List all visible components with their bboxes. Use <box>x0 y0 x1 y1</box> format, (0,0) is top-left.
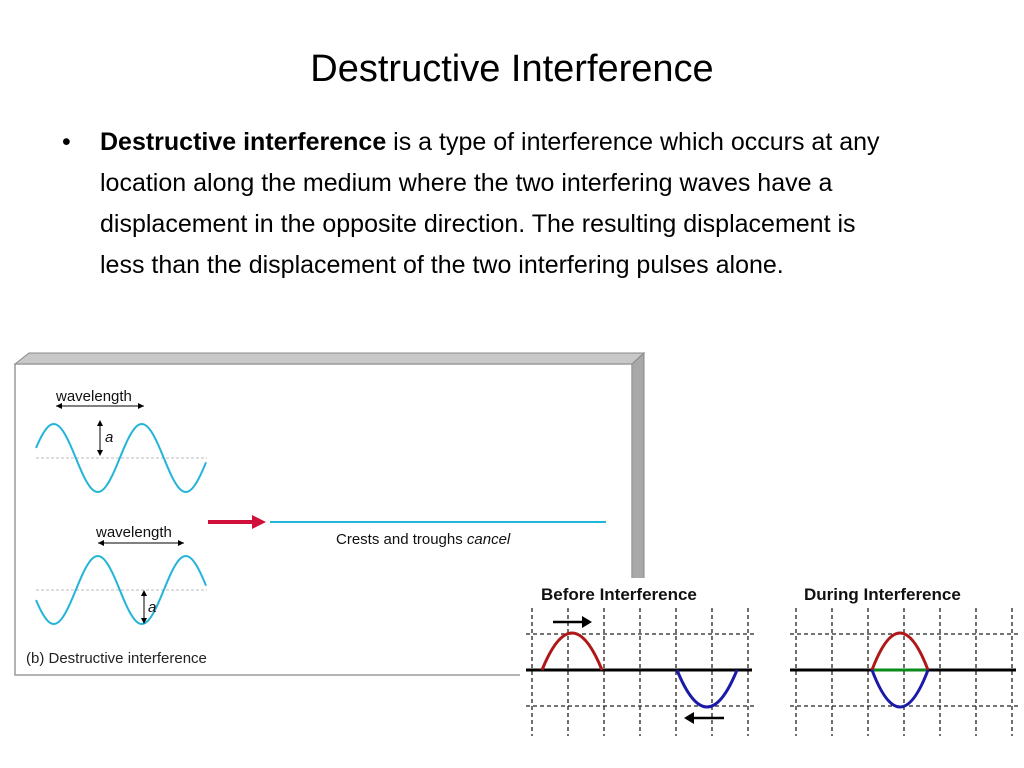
bold-term: Destructive interference <box>100 128 387 156</box>
pulse-interference-figure: Before Interference During Interference <box>520 578 1024 768</box>
wave2-arrowhead-left <box>98 540 104 546</box>
red-arrow-head <box>252 515 266 529</box>
red-pulse <box>540 631 604 671</box>
wave1-amp-label: a <box>105 429 113 446</box>
figure-caption: (b) Destructive interference <box>26 650 207 667</box>
wave2-sine <box>35 554 207 626</box>
wave2-arrowhead-right <box>178 540 184 546</box>
pulse-figure-bg <box>520 578 1024 768</box>
result-label-plain: Crests and troughs <box>336 531 467 548</box>
wave2-wavelength-label: wavelength <box>95 524 172 541</box>
panel2-title: During Interference <box>804 585 961 604</box>
panel1-title: Before Interference <box>541 585 697 604</box>
right-moving-arrowhead <box>582 616 592 628</box>
wave1-amp-head-bottom <box>97 450 103 456</box>
bullet-list: • Destructive interference is a type of … <box>62 122 882 286</box>
bullet-item: Destructive interference is a type of in… <box>100 122 882 286</box>
wave1-sine <box>35 422 207 494</box>
bullet-marker: • <box>62 128 71 156</box>
bullet-body: is a type of interference which occurs a… <box>100 128 880 279</box>
slide-title: Destructive Interference <box>310 48 714 90</box>
wave2-amp-head-bottom <box>141 618 147 624</box>
wave1-amp-head-top <box>97 420 103 426</box>
result-label-italic: cancel <box>467 531 511 548</box>
wave1-arrowhead-right <box>138 403 144 409</box>
blue-pulse-overlap <box>870 669 930 709</box>
wave1-arrowhead-left <box>56 403 62 409</box>
result-label: Crests and troughs cancel <box>336 531 511 548</box>
blue-pulse <box>675 669 739 709</box>
left-moving-arrowhead <box>684 712 694 724</box>
wave2-amp-label: a <box>148 599 156 616</box>
wave1-wavelength-label: wavelength <box>55 388 132 405</box>
wave2-amp-head-top <box>141 590 147 596</box>
frame-top-edge <box>13 352 646 365</box>
red-pulse-overlap <box>870 631 930 671</box>
